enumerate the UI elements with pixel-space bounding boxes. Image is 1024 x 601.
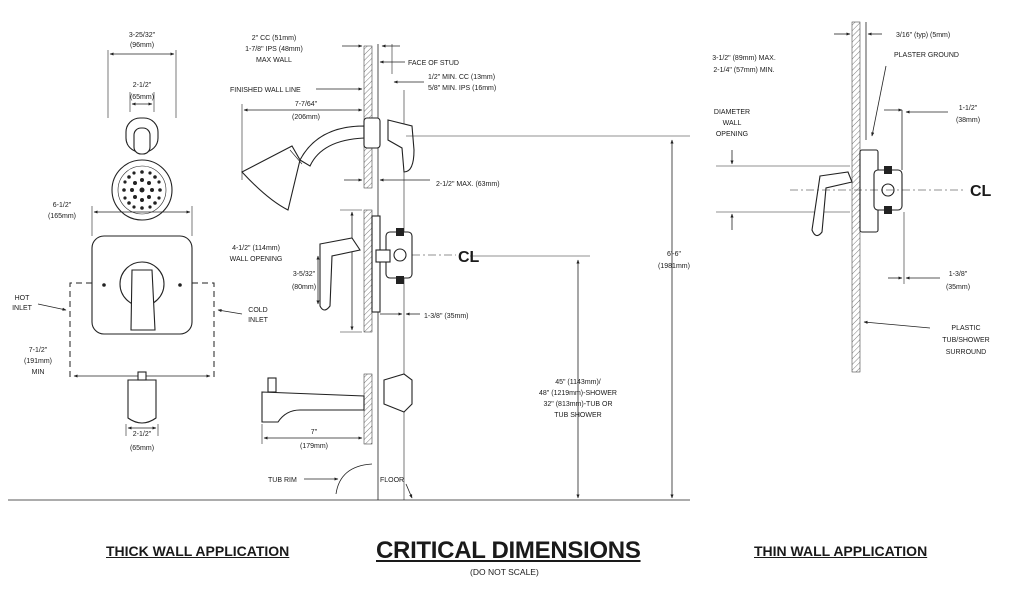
tub-rim-curve: [335, 463, 373, 495]
max-min-label-2: 2-1/4" (57mm) MIN.: [713, 67, 774, 74]
wall-opening-label-2: WALL OPENING: [230, 256, 283, 263]
cold-inlet-label-2: INLET: [248, 317, 269, 324]
max-min-label-1: 3-1/2" (89mm) MAX.: [712, 55, 776, 62]
finished-wall-lower: [363, 373, 373, 445]
cold-inlet-label-1: COLD: [248, 307, 267, 314]
handle-drop-label: 3-5/32": [293, 271, 316, 278]
thin-valve-handle: [811, 171, 853, 237]
front-view: 3-25/32" (96mm) 2-1/2" (65mm): [12, 32, 269, 452]
wall-opening-label-1: 4-1/2" (114mm): [232, 245, 280, 252]
drawing-title: CRITICAL DIMENSIONS: [376, 537, 641, 564]
cc-label-2: 1-7/8" IPS (48mm): [245, 46, 303, 53]
side-view: 2" CC (51mm) 1-7/8" IPS (48mm) MAX WALL …: [8, 35, 690, 501]
surround-label-3: SURROUND: [946, 349, 986, 356]
scale-note: (DO NOT SCALE): [470, 567, 539, 577]
spout-width-mm-label: (65mm): [130, 445, 154, 452]
cc-label-3: MAX WALL: [256, 57, 292, 64]
valve-height-label-4: TUB SHOWER: [554, 412, 601, 419]
height-label: 6'-6": [667, 251, 681, 258]
floor-label: FLOOR: [380, 477, 404, 484]
cc-label-1: 2" CC (51mm): [252, 35, 297, 42]
spout-reach-label: 7": [311, 429, 318, 436]
thin-wall: [851, 21, 861, 373]
diameter-label-1: DIAMETER: [714, 109, 750, 116]
min-spacing-label-2: (191mm): [24, 358, 52, 365]
max-63-label: 2-1/2" MAX. (63mm): [436, 181, 500, 188]
plaster-ground-label: PLASTER GROUND: [894, 52, 959, 59]
min-cc-label-2: 5/8" MIN. IPS (16mm): [428, 85, 496, 92]
tub-rim-label: TUB RIM: [268, 477, 297, 484]
thin-centerline-label: CL: [970, 183, 992, 200]
valve-height-label-2: 48" (1219mm)-SHOWER: [539, 390, 617, 397]
one-half-label: 1-1/2": [959, 105, 978, 112]
top-width-label: 3-25/32": [129, 32, 156, 39]
arm-width-mm-label: (65mm): [130, 94, 154, 101]
depth-35-label: 1-3/8" (35mm): [424, 313, 469, 320]
height-mm-label: (1981mm): [658, 263, 690, 270]
face-of-stud-label: FACE OF STUD: [408, 60, 459, 67]
valve-height-label-3: 32" (813mm)-TUB OR: [544, 401, 613, 408]
shower-head-nozzles: [122, 170, 162, 210]
one-half-mm-label: (38mm): [956, 117, 980, 124]
valve-handle: [130, 269, 156, 331]
three-eighths-label: 1-3/8": [949, 271, 968, 278]
finished-wall-middle: [363, 209, 373, 333]
tub-spout-pipe: [383, 373, 413, 413]
diameter-label-3: OPENING: [716, 131, 748, 138]
shower-pipe-side: [387, 119, 415, 173]
diameter-label-2: WALL: [723, 120, 742, 127]
shower-head-side: [241, 145, 301, 211]
surround-label-1: PLASTIC: [951, 325, 980, 332]
plate-width-mm-label: (165mm): [48, 213, 76, 220]
tub-spout-side: [261, 391, 365, 423]
valve-handle-side: [319, 237, 361, 311]
min-spacing-label-1: 7-1/2": [29, 347, 48, 354]
thin-wall-view: 3/16" (typ) (5mm) PLASTER GROUND 3-1/2" …: [712, 21, 992, 373]
top-width-mm-label: (96mm): [130, 42, 154, 49]
spout-reach-mm-label: (179mm): [300, 443, 328, 450]
surround-label-2: TUB/SHOWER: [942, 337, 989, 344]
handle-drop-mm-label: (80mm): [292, 284, 316, 291]
arm-reach-mm-label: (206mm): [292, 114, 320, 121]
finished-wall-label: FINISHED WALL LINE: [230, 87, 301, 94]
spout-width-label: 2-1/2": [133, 431, 152, 438]
hot-inlet-label-1: HOT: [15, 295, 31, 302]
plate-width-label: 6-1/2": [53, 202, 72, 209]
thick-wall-caption: THICK WALL APPLICATION: [106, 543, 290, 559]
cold-inlet-pipe: [192, 282, 215, 380]
tub-spout-front: [127, 379, 157, 424]
arm-reach-label: 7-7/64": [295, 101, 318, 108]
three-eighths-mm-label: (35mm): [946, 284, 970, 291]
centerline-label: CL: [458, 249, 480, 266]
min-spacing-label-3: MIN: [32, 369, 45, 376]
arm-width-label: 2-1/2": [133, 82, 152, 89]
hot-inlet-label-2: INLET: [12, 305, 33, 312]
shower-arm-side: [299, 125, 365, 167]
min-cc-label-1: 1/2" MIN. CC (13mm): [428, 74, 495, 81]
thin-wall-caption: THIN WALL APPLICATION: [754, 543, 928, 559]
typ-label: 3/16" (typ) (5mm): [896, 32, 950, 39]
valve-height-label-1: 45" (1143mm)/: [555, 379, 601, 386]
hot-inlet-pipe: [69, 282, 92, 380]
finished-wall-upper: [363, 45, 373, 189]
